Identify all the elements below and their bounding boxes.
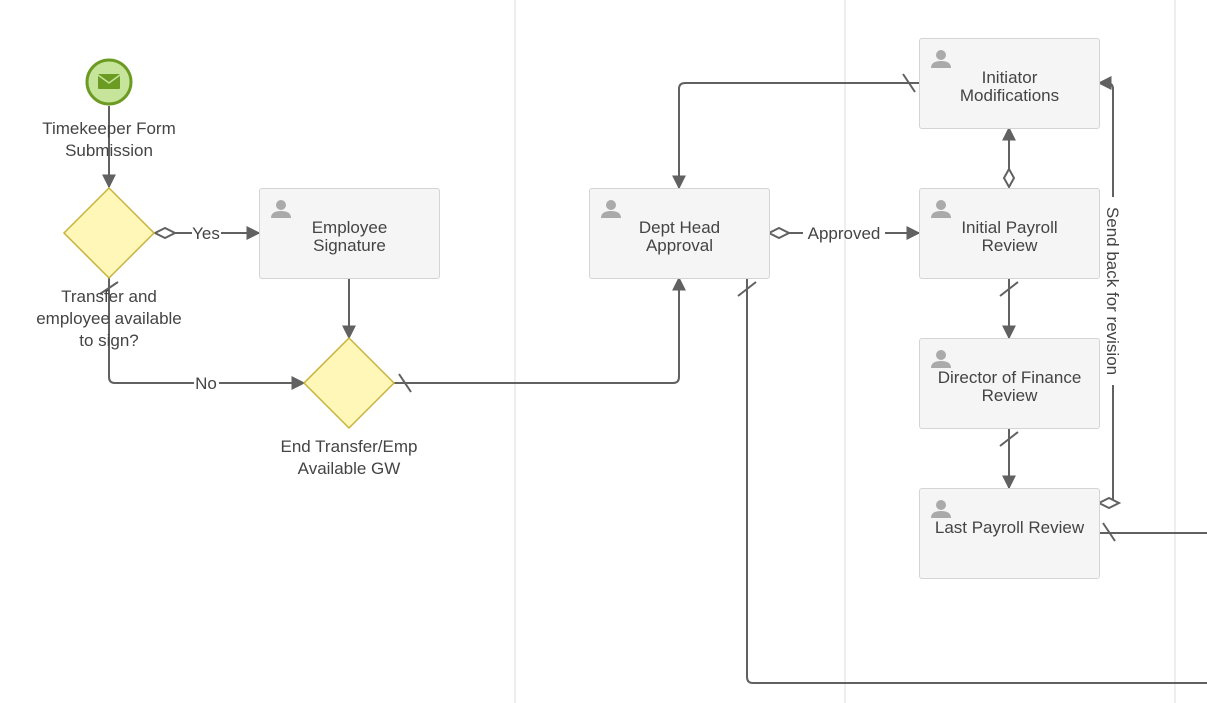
flow-label-no: No: [195, 374, 217, 393]
default-flow-marker: [902, 73, 916, 93]
default-flow-marker: [398, 373, 412, 393]
user-icon: [931, 350, 951, 368]
flow-gateway-to-dept-head[interactable]: [394, 276, 686, 384]
gateway-transfer-available[interactable]: [62, 186, 156, 280]
task-dept-head-approval[interactable]: Dept Head Approval: [589, 188, 770, 279]
user-icon: [601, 200, 621, 218]
gateway-transfer-label: Transfer and employee available to sign?: [36, 287, 182, 350]
flow-label-yes: Yes: [192, 224, 220, 243]
gateway-end-transfer[interactable]: [302, 336, 396, 430]
flow-no[interactable]: [108, 278, 194, 384]
default-flow-marker: [99, 281, 119, 295]
default-flow-marker: [999, 431, 1019, 447]
flow-dept-head-out[interactable]: [746, 278, 1207, 684]
flow-send-back[interactable]: [1112, 385, 1119, 504]
user-icon: [271, 200, 291, 218]
task-label: Initial Payroll Review: [961, 218, 1058, 255]
task-label: Last Payroll Review: [934, 518, 1085, 537]
user-icon: [931, 200, 951, 218]
user-icon: [931, 500, 951, 518]
task-label: Initiator Modifications: [959, 68, 1060, 105]
conditional-flow-marker: [1002, 166, 1016, 190]
start-event-label: Timekeeper Form Submission: [42, 119, 176, 160]
flow-label-send-back: Send back for revision: [1103, 207, 1122, 375]
flow-send-back-tail[interactable]: [1097, 76, 1114, 197]
default-flow-marker: [999, 281, 1019, 297]
envelope-icon: [97, 74, 121, 89]
task-label: Employee Signature: [311, 218, 388, 255]
task-initial-payroll-review[interactable]: Initial Payroll Review: [919, 188, 1100, 279]
default-flow-marker: [1102, 522, 1116, 542]
flow-label-approved: Approved: [808, 224, 881, 243]
task-employee-signature[interactable]: Employee Signature: [259, 188, 440, 279]
task-last-payroll-review[interactable]: Last Payroll Review: [919, 488, 1100, 579]
task-label: Dept Head Approval: [638, 218, 721, 255]
conditional-flow-marker: [152, 226, 178, 240]
conditional-flow-marker: [766, 226, 792, 240]
user-icon: [931, 50, 951, 68]
flow-initiator-to-dept-head[interactable]: [672, 82, 919, 190]
gateway-end-label: End Transfer/Emp Available GW: [280, 437, 418, 478]
conditional-flow-marker: [1096, 496, 1122, 510]
task-director-finance-review[interactable]: Director of Finance Review: [919, 338, 1100, 429]
task-initiator-modifications[interactable]: Initiator Modifications: [919, 38, 1100, 129]
default-flow-marker: [737, 281, 757, 297]
task-label: Director of Finance Review: [937, 368, 1082, 405]
